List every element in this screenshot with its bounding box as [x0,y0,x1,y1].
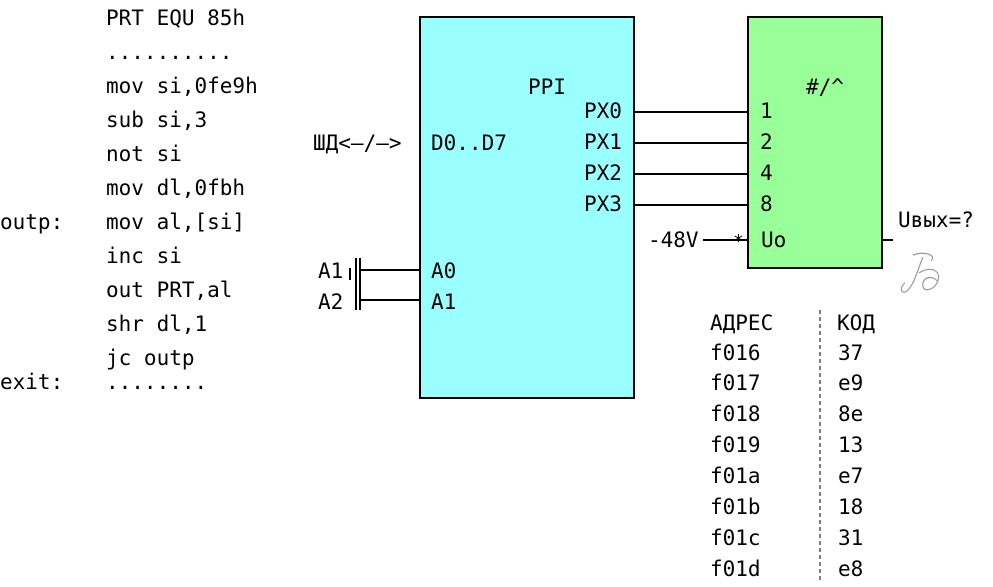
table-cell-code: 8e [838,402,864,426]
ppi-port-px0: PX0 [584,99,622,123]
data-bus-label: ШД<–/–> [313,131,402,155]
table-cell-code: e7 [838,464,864,488]
addr-line-a2: A2 [318,290,344,314]
table-cell-code: 13 [838,433,864,457]
table-cell-code: 18 [838,495,864,519]
ref-junction-mark: * [733,231,744,252]
dac-input-1: 1 [760,99,773,123]
table-cell-address: f018 [710,402,761,426]
code-text: inc si [106,244,182,268]
table-cell-code: 37 [838,341,864,365]
table-cell-address: f019 [710,433,761,457]
code-label: outp: [0,210,64,234]
ppi-pin-a1: A1 [431,290,457,314]
code-text: jc outp [106,346,195,370]
ppi-block [419,16,635,399]
dac-input-2: 2 [760,130,773,154]
ppi-port-px1: PX1 [584,130,622,154]
code-text: shr dl,1 [106,312,208,336]
dac-input-8: 8 [760,192,773,216]
code-text: sub si,3 [106,108,208,132]
table-cell-address: f01b [710,495,761,519]
dac-title: #/^ [806,75,844,99]
code-label: exit: [0,370,64,394]
code-text: not si [106,142,182,166]
code-text: mov dl,0fbh [106,176,246,200]
dac-block [747,16,883,269]
code-text: out PRT,al [106,278,233,302]
ppi-pin-a0: A0 [431,259,457,283]
ref-voltage-label: -48V [648,228,699,252]
table-cell-address: f016 [710,341,761,365]
ppi-port-px3: PX3 [584,192,622,216]
ppi-title: PPI [528,75,566,99]
code-text: mov si,0fe9h [106,74,258,98]
ppi-port-px2: PX2 [584,161,622,185]
table-header-address: АДРЕС [710,311,774,335]
output-voltage-label: Uвых=? [898,208,974,232]
table-cell-code: e8 [838,557,864,581]
addr-line-a1: A1 [318,259,344,283]
dac-input-4: 4 [760,161,773,185]
table-cell-code: e9 [838,371,864,395]
code-text: ........ [106,370,208,394]
code-text: .......... [106,40,233,64]
code-text: mov al,[si] [106,210,246,234]
code-text: PRT EQU 85h [106,6,246,30]
ppi-data-pins: D0..D7 [431,131,507,155]
table-cell-address: f01d [710,557,761,581]
table-cell-address: f01a [710,464,761,488]
table-header-code: КОД [837,311,875,335]
table-cell-code: 31 [838,526,864,550]
table-cell-address: f01c [710,526,761,550]
dac-ref-pin: Uo [761,228,787,252]
monogram-logo [900,252,940,293]
table-cell-address: f017 [710,371,761,395]
